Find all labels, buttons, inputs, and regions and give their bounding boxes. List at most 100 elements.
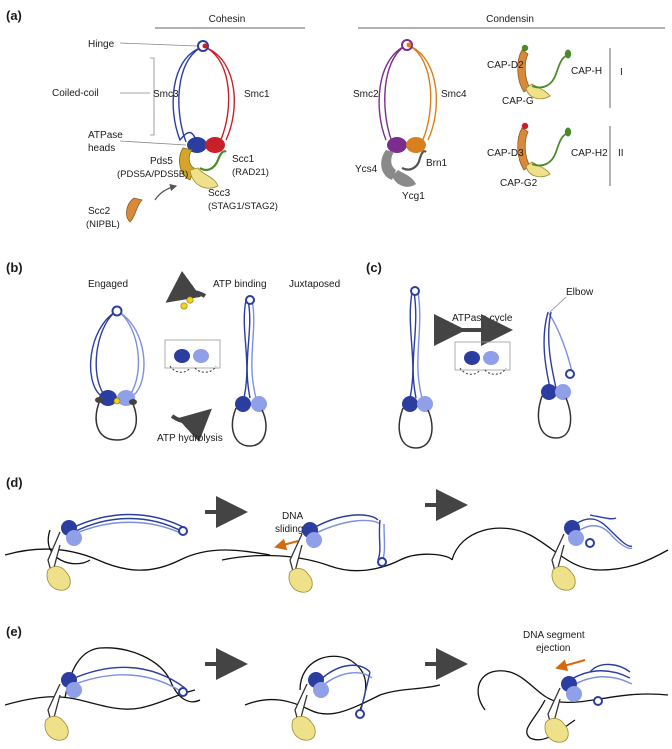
- engaged-hinge: [111, 305, 123, 317]
- ycs4-subunit: [381, 150, 396, 180]
- juxtaposed-hinge: [245, 295, 255, 305]
- engaged-state: [89, 305, 145, 441]
- smc2-atpase-head: [387, 137, 407, 153]
- hinge-label: Hinge: [88, 39, 115, 50]
- e2-dna: [244, 684, 441, 715]
- e3-heat-subunit: [544, 718, 569, 743]
- cap-d3-label: CAP-D3: [487, 148, 524, 159]
- coiled-coil-label: Coiled-coil: [52, 88, 99, 99]
- e2-heat-subunit: [291, 716, 316, 741]
- cap-g2-label: CAP-G2: [500, 178, 538, 189]
- c-inset-box: [454, 341, 511, 371]
- pds5-label: Pds5: [150, 156, 173, 167]
- e2-arm-1: [319, 664, 371, 681]
- juxtaposed-arm-right: [251, 299, 257, 399]
- e3-hinge: [593, 696, 603, 706]
- scc2-alias: (NIPBL): [86, 219, 120, 230]
- pds5-aliases: (PDS5A/PDS5B): [117, 169, 188, 180]
- smc1-coiled-coil-strand: [206, 47, 230, 143]
- smc4-coiled-coil-strand: [409, 45, 432, 143]
- e1-dna-loop: [64, 647, 201, 703]
- d1-heat-subunit: [46, 566, 71, 591]
- smc1-atpase-head: [205, 137, 225, 153]
- d1-kleisin: [47, 531, 61, 578]
- d1-dna-loop: [47, 529, 91, 565]
- brn1-kleisin: [401, 150, 427, 171]
- folded-head-right: [555, 384, 571, 400]
- cohesin-title: Cohesin: [209, 14, 246, 25]
- elbow-pointer: [549, 296, 567, 313]
- smc2-label: Smc2: [353, 89, 379, 100]
- scc2-subunit: [126, 197, 143, 223]
- hinge-pointer: [119, 42, 198, 47]
- d-step-3: [451, 514, 669, 591]
- d1-arm-2: [71, 521, 186, 536]
- smc1-coiled-coil: [206, 47, 236, 141]
- atpase-heads-label-2: heads: [88, 143, 115, 154]
- engaged-atp: [113, 397, 121, 405]
- juxtaposed-state: [231, 295, 267, 447]
- smc1-label: Smc1: [244, 89, 270, 100]
- rod-arm-right: [417, 291, 423, 399]
- d2-head-2: [306, 532, 322, 548]
- elbow-label: Elbow: [566, 287, 594, 298]
- smc3-atpase-head: [187, 137, 207, 153]
- atpase-heads-label-1: ATPase: [88, 130, 123, 141]
- condensin-hinge-smc4: [406, 42, 412, 48]
- condensin-title: Condensin: [486, 14, 534, 25]
- d-step-1: [4, 513, 271, 591]
- atp-hydrolysis-arrow: [170, 408, 212, 442]
- folded-state: [537, 311, 575, 439]
- juxtaposed-arm-left: [243, 299, 248, 399]
- folded-arm-strand: [548, 311, 557, 389]
- dna-ejection-arrow: [555, 659, 586, 672]
- atp-molecule-2: [186, 296, 194, 304]
- rod-state: [398, 286, 433, 449]
- c-inset-head-left: [464, 351, 480, 365]
- d3-kleisin: [551, 533, 565, 578]
- e3-arm-1: [569, 670, 631, 681]
- cap-h2-tip: [564, 127, 572, 137]
- engaged-arm-left: [89, 311, 116, 396]
- d2-arm-4: [381, 523, 386, 563]
- rod-head-right: [417, 396, 433, 412]
- cap-d2-label: CAP-D2: [487, 60, 524, 71]
- smc4-atpase-head: [406, 137, 426, 153]
- engaged-arm-right: [118, 311, 145, 396]
- smc4-coiled-coil: [409, 45, 438, 141]
- d1-dna: [4, 548, 271, 571]
- scc1-alias: (RAD21): [232, 167, 269, 178]
- d2-heat-subunit: [288, 568, 313, 593]
- panel-b-label: (b): [6, 260, 23, 275]
- rod-hinge: [410, 286, 420, 296]
- inset-head-left: [174, 349, 190, 363]
- d-step-2: [221, 514, 453, 593]
- cap-d2-subunit: [517, 49, 531, 93]
- atp-binding-arrow: [165, 270, 207, 303]
- juxtaposed-head-left: [235, 396, 251, 412]
- engaged-label: Engaged: [88, 279, 128, 290]
- d2-kleisin: [289, 533, 303, 578]
- atpase-cycle-inset: [454, 341, 511, 375]
- atp-hydrolysis-label: ATP hydrolysis: [157, 433, 223, 444]
- d2-arm-2: [309, 519, 381, 537]
- dna-ejection-label-2: ejection: [536, 643, 570, 654]
- engaged-kleisin-c: [129, 399, 137, 405]
- juxtaposed-head-right: [251, 396, 267, 412]
- condensin-ii-subunits: [517, 122, 572, 178]
- e3-dna: [477, 670, 669, 711]
- e2-hinge: [355, 709, 365, 719]
- cohesin-complex: [126, 40, 236, 223]
- scc2-label: Scc2: [88, 206, 111, 217]
- hinge-domain-smc1: [202, 43, 208, 49]
- panel-d-label: (d): [6, 475, 23, 490]
- cap-h2-kleisin: [531, 133, 567, 167]
- d3-arm-1: [569, 518, 633, 547]
- engaged-kleisin: [95, 399, 138, 441]
- c-inset-kleisin: [459, 367, 507, 375]
- panel-e-label: (e): [6, 624, 22, 639]
- smc3-coiled-coil: [172, 47, 201, 142]
- smc3-label: Smc3: [153, 89, 179, 100]
- atpase-cycle-label: ATPase cycle: [452, 313, 513, 324]
